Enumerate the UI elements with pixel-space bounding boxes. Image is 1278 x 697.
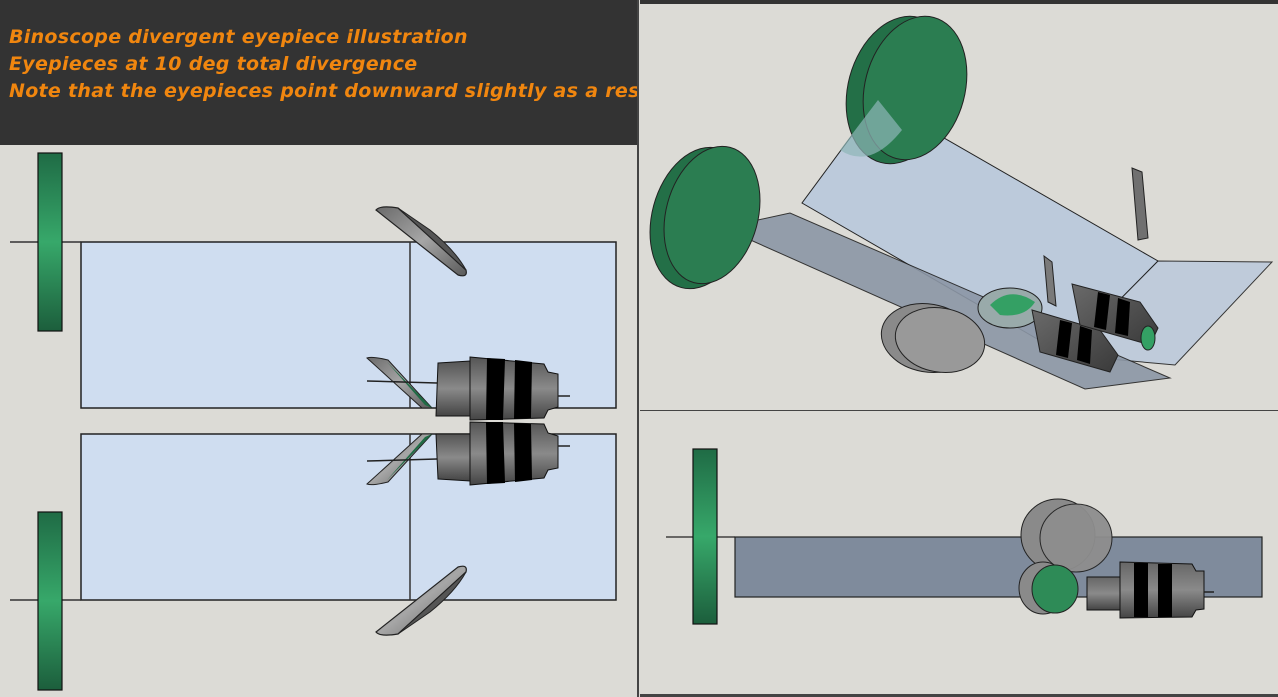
plan-view-drawing	[10, 152, 617, 691]
perspective-view-drawing	[649, 15, 1274, 390]
title-line-1: Binoscope divergent eyepiece illustratio…	[9, 26, 468, 48]
right-eyepiece-3d	[1071, 283, 1159, 351]
lower-eyepiece-diagonal	[366, 433, 438, 486]
lower-diagonal-disc	[880, 303, 986, 373]
upper-diagonal-plate	[1131, 167, 1149, 241]
small-diagonal-plate	[1043, 254, 1057, 307]
side-diagonal-disc	[1020, 498, 1113, 573]
lower-objective-mirror	[37, 511, 63, 691]
title-line-2: Eyepieces at 10 deg total divergence	[9, 53, 418, 75]
lower-objective-disc	[649, 145, 761, 290]
plan-view-viewport: Binoscope divergent eyepiece illustratio…	[0, 0, 639, 697]
side-view-drawing	[666, 448, 1263, 625]
side-eyepiece-diagonal	[1018, 561, 1079, 615]
lower-diagonal-mirror	[375, 565, 467, 636]
upper-objective-mirror	[37, 152, 63, 332]
side-view-viewport	[640, 411, 1278, 697]
upper-diagonal-mirror	[375, 206, 467, 277]
upper-eyepiece-diagonal	[366, 356, 438, 409]
title-line-3: Note that the eyepieces point downward s…	[9, 80, 639, 102]
side-objective-mirror	[692, 448, 718, 625]
perspective-view-viewport	[640, 0, 1278, 411]
side-eyepiece	[1086, 561, 1214, 619]
upper-objective-disc	[840, 15, 968, 165]
lower-eyepiece	[435, 421, 570, 486]
upper-eyepiece	[435, 356, 570, 421]
title-block: Binoscope divergent eyepiece illustratio…	[0, 0, 639, 145]
